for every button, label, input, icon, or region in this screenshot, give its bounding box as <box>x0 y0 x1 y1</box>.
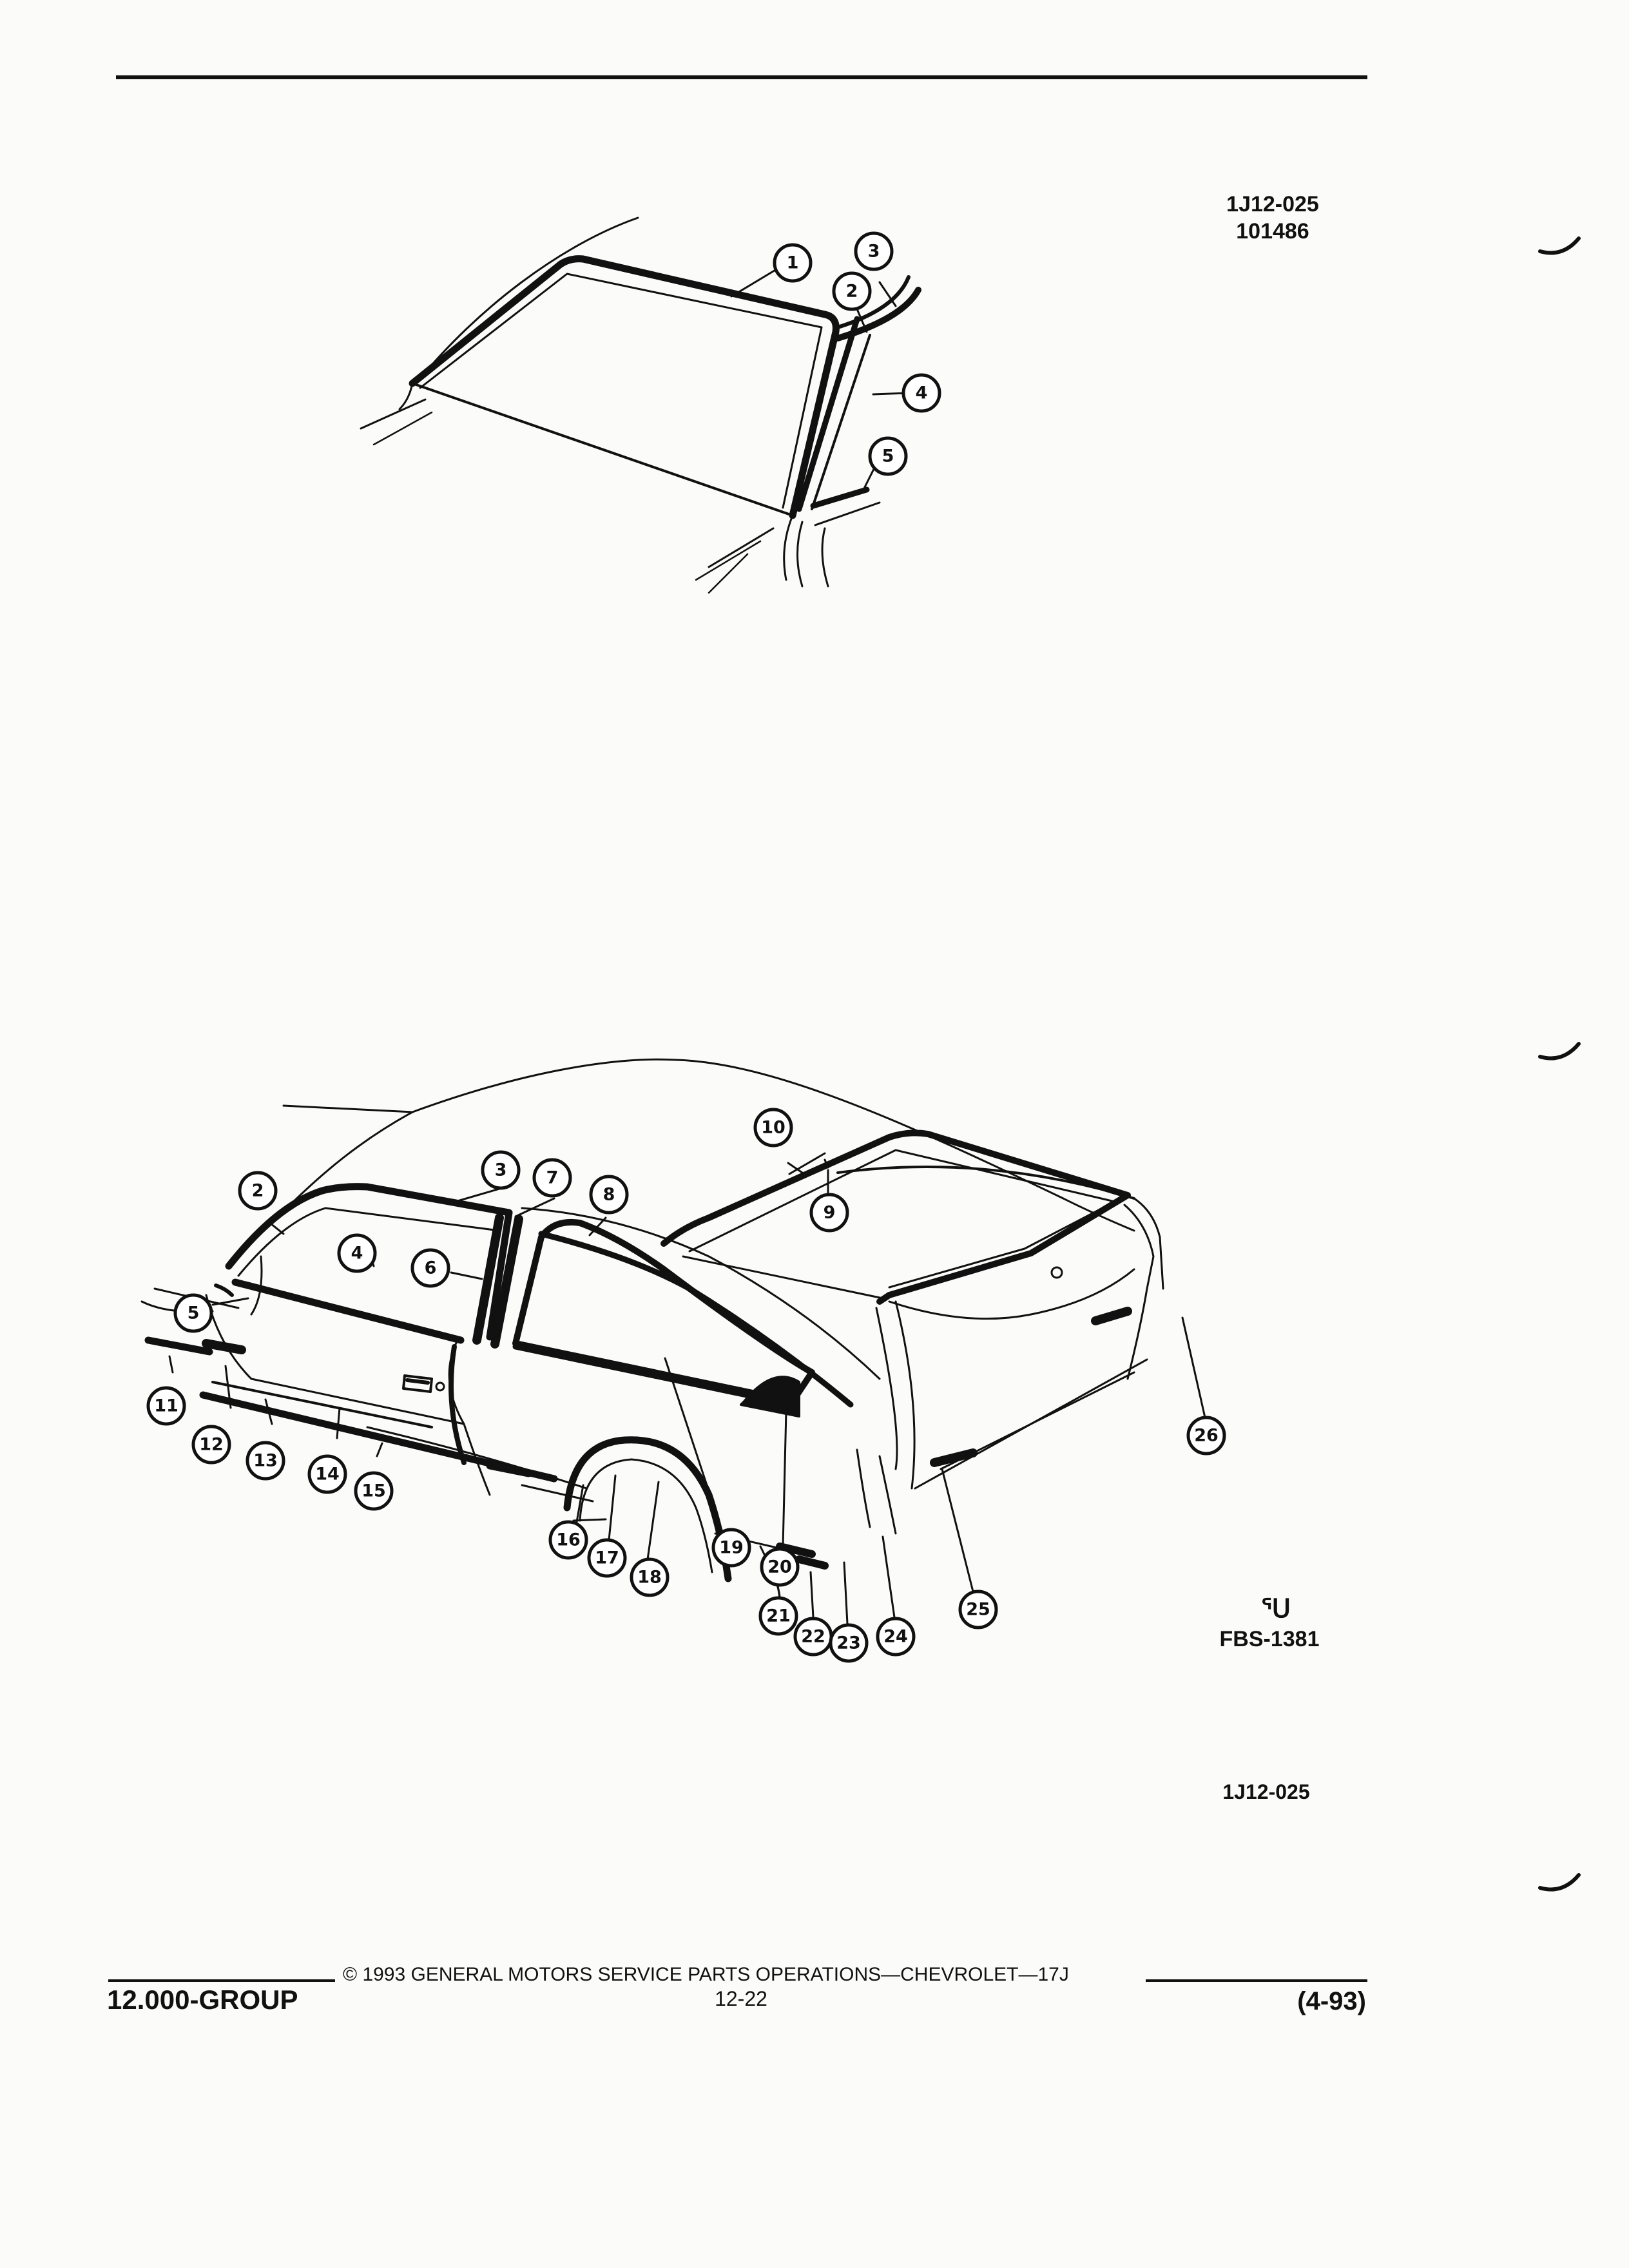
callout-5: 5 <box>868 436 908 476</box>
figure-ref-bottom: FBS-1381 <box>1219 1627 1320 1651</box>
callout-22-label: 22 <box>801 1627 825 1647</box>
body-moldings-illustration: 2 3 4 5 6 7 8 9 10 11 12 13 14 15 16 17 … <box>140 1058 1226 1663</box>
callout-20-label: 20 <box>767 1557 792 1577</box>
callout-2: 2 <box>832 271 872 311</box>
callout-6-label: 6 <box>425 1258 437 1278</box>
callout-2: 2 <box>238 1171 278 1211</box>
callout-19-label: 19 <box>719 1538 744 1558</box>
callout-8: 8 <box>589 1175 629 1215</box>
callout-21: 21 <box>758 1596 798 1636</box>
callout-5-label: 5 <box>188 1303 200 1323</box>
callout-12-label: 12 <box>199 1435 224 1455</box>
callout-9: 9 <box>809 1193 849 1233</box>
callout-6: 6 <box>410 1248 450 1288</box>
footer-copyright: © 1993 GENERAL MOTORS SERVICE PARTS OPER… <box>343 1964 1069 1985</box>
callout-2-label: 2 <box>252 1181 264 1201</box>
callout-25-label: 25 <box>966 1600 990 1620</box>
binding-marks <box>1538 236 1581 1892</box>
gm-logo-icon: ᕐᑌ <box>1260 1595 1291 1623</box>
callout-20: 20 <box>760 1547 800 1587</box>
footer-rule-left <box>108 1979 335 1982</box>
callout-15-label: 15 <box>361 1481 386 1501</box>
callout-11-label: 11 <box>154 1396 178 1416</box>
callout-24: 24 <box>876 1617 916 1657</box>
callout-1-label: 1 <box>787 253 799 273</box>
callout-26: 26 <box>1186 1416 1226 1456</box>
callout-14-label: 14 <box>315 1465 340 1485</box>
windshield-illustration: 1 2 3 4 5 <box>360 216 941 594</box>
footer-rule-right <box>1146 1979 1367 1982</box>
callout-3: 3 <box>854 231 894 271</box>
callout-19: 19 <box>711 1528 751 1568</box>
callout-10-label: 10 <box>761 1118 786 1138</box>
callout-22: 22 <box>793 1617 833 1657</box>
callout-4-label: 4 <box>916 383 928 403</box>
callout-11: 11 <box>146 1386 186 1426</box>
callout-17: 17 <box>587 1538 627 1578</box>
callout-7-label: 7 <box>546 1168 559 1188</box>
callout-24-label: 24 <box>883 1627 908 1647</box>
callout-25: 25 <box>958 1590 998 1629</box>
callout-18: 18 <box>630 1557 670 1597</box>
callout-5-label: 5 <box>882 447 894 466</box>
callout-16-label: 16 <box>556 1530 581 1550</box>
callout-7: 7 <box>532 1158 572 1198</box>
callout-4-label: 4 <box>351 1244 363 1264</box>
callout-23-label: 23 <box>836 1633 861 1653</box>
header-rule <box>116 75 1367 79</box>
callout-26-label: 26 <box>1194 1426 1219 1446</box>
callout-18-label: 18 <box>637 1568 662 1588</box>
callout-1: 1 <box>773 243 813 283</box>
figure-ref-bottom-2: 1J12-025 <box>1222 1780 1310 1803</box>
callout-21-label: 21 <box>766 1606 791 1626</box>
callout-23: 23 <box>829 1623 869 1663</box>
callout-13: 13 <box>246 1441 285 1481</box>
callout-9-label: 9 <box>824 1203 836 1223</box>
callout-4: 4 <box>337 1233 377 1273</box>
callout-3: 3 <box>481 1150 521 1190</box>
callout-17-label: 17 <box>595 1548 619 1568</box>
callout-10: 10 <box>753 1108 793 1148</box>
callout-3-label: 3 <box>868 242 880 262</box>
callout-4: 4 <box>901 373 941 413</box>
callout-13-label: 13 <box>253 1451 278 1471</box>
callout-15: 15 <box>354 1471 394 1511</box>
footer-date: (4-93) <box>1297 1987 1366 2015</box>
callout-16: 16 <box>548 1520 588 1560</box>
callout-8-label: 8 <box>603 1185 615 1205</box>
footer-page-number: 12-22 <box>715 1987 767 2010</box>
figure-ref-top-2: 101486 <box>1236 219 1309 244</box>
callout-3-label: 3 <box>495 1160 507 1180</box>
footer-group: 12.000-GROUP <box>107 1984 298 2015</box>
callout-5: 5 <box>173 1293 213 1333</box>
callout-14: 14 <box>307 1454 347 1494</box>
callout-12: 12 <box>191 1425 231 1465</box>
callout-2-label: 2 <box>846 282 858 302</box>
figure-ref-top-1: 1J12-025 <box>1226 192 1319 216</box>
